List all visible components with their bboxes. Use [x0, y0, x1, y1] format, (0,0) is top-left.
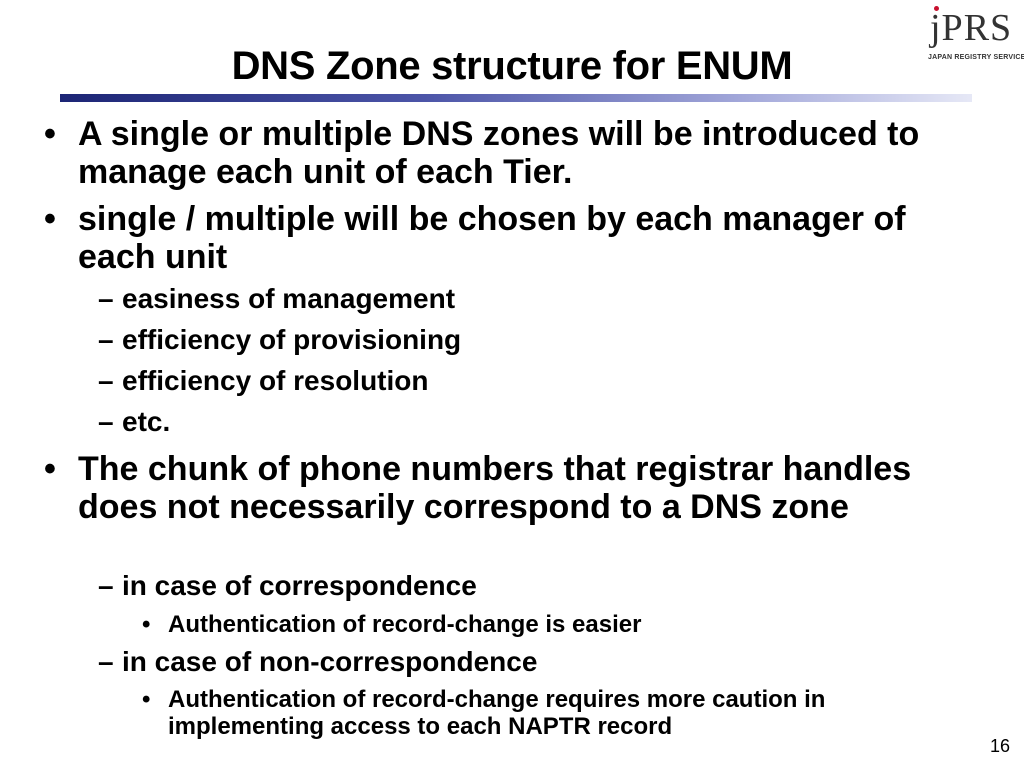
- dash-marker: –: [98, 406, 114, 437]
- bullet-text: A single or multiple DNS zones will be i…: [78, 115, 920, 191]
- sub-bullet-text: efficiency of provisioning: [122, 324, 462, 355]
- bullet-text: single / multiple will be chosen by each…: [78, 200, 906, 276]
- sub-bullet-text: efficiency of resolution: [122, 365, 429, 396]
- logo-dot-icon: [934, 6, 939, 11]
- dash-marker: –: [98, 365, 114, 396]
- bullet-marker: •: [142, 686, 151, 713]
- slide-title: DNS Zone structure for ENUM: [231, 44, 793, 88]
- sub-bullet-item: – easiness of management: [98, 283, 958, 315]
- logo-subtext: JAPAN REGISTRY SERVICE: [928, 54, 1024, 61]
- sub-sub-bullet-text: Authentication of record-change requires…: [168, 686, 826, 740]
- dash-marker: –: [98, 646, 114, 677]
- sub-sub-bullet-item: • Authentication of record-change is eas…: [142, 611, 962, 638]
- logo-text: jPRS: [930, 7, 1013, 49]
- sub-bullet-text: etc.: [122, 406, 171, 437]
- sub-bullet-item: – efficiency of provisioning: [98, 324, 958, 356]
- sub-bullet-item: – etc.: [98, 406, 958, 438]
- sub-bullet-item: – in case of non-correspondence: [98, 646, 958, 678]
- sub-bullet-item: – efficiency of resolution: [98, 365, 958, 397]
- sub-bullet-text: in case of non-correspondence: [122, 646, 538, 677]
- bullet-marker: •: [44, 450, 56, 488]
- jprs-logo: jPRS JAPAN REGISTRY SERVICE: [926, 4, 1024, 70]
- bullet-item: • The chunk of phone numbers that regist…: [44, 450, 984, 526]
- sub-bullet-text: easiness of management: [122, 283, 456, 314]
- dash-marker: –: [98, 324, 114, 355]
- bullet-text: The chunk of phone numbers that registra…: [78, 450, 912, 526]
- bullet-item: • single / multiple will be chosen by ea…: [44, 200, 984, 276]
- bullet-item: • A single or multiple DNS zones will be…: [44, 115, 984, 191]
- page-number: 16: [989, 736, 1010, 756]
- dash-marker: –: [98, 283, 114, 314]
- bullet-marker: •: [44, 115, 56, 153]
- sub-bullet-text: in case of correspondence: [122, 570, 477, 601]
- bullet-marker: •: [44, 200, 56, 238]
- title-divider: [60, 94, 972, 102]
- dash-marker: –: [98, 570, 114, 601]
- bullet-marker: •: [142, 611, 151, 638]
- sub-sub-bullet-text: Authentication of record-change is easie…: [168, 611, 642, 638]
- sub-sub-bullet-item: • Authentication of record-change requir…: [142, 686, 962, 740]
- sub-bullet-item: – in case of correspondence: [98, 570, 958, 602]
